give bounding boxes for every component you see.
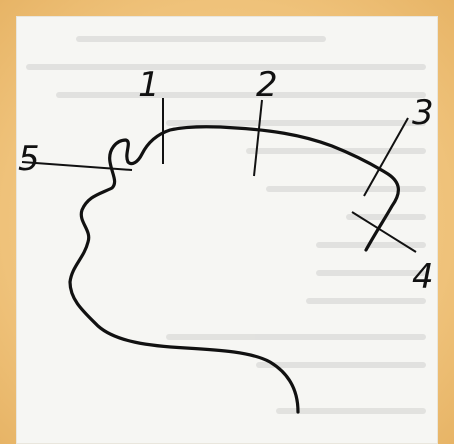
leader-line-2 [254, 100, 262, 176]
label-4: 4 [412, 260, 434, 294]
label-5: 5 [18, 142, 40, 176]
label-2: 2 [256, 68, 278, 102]
leader-line-3 [364, 118, 408, 196]
label-3: 3 [412, 96, 434, 130]
label-1: 1 [138, 68, 160, 102]
